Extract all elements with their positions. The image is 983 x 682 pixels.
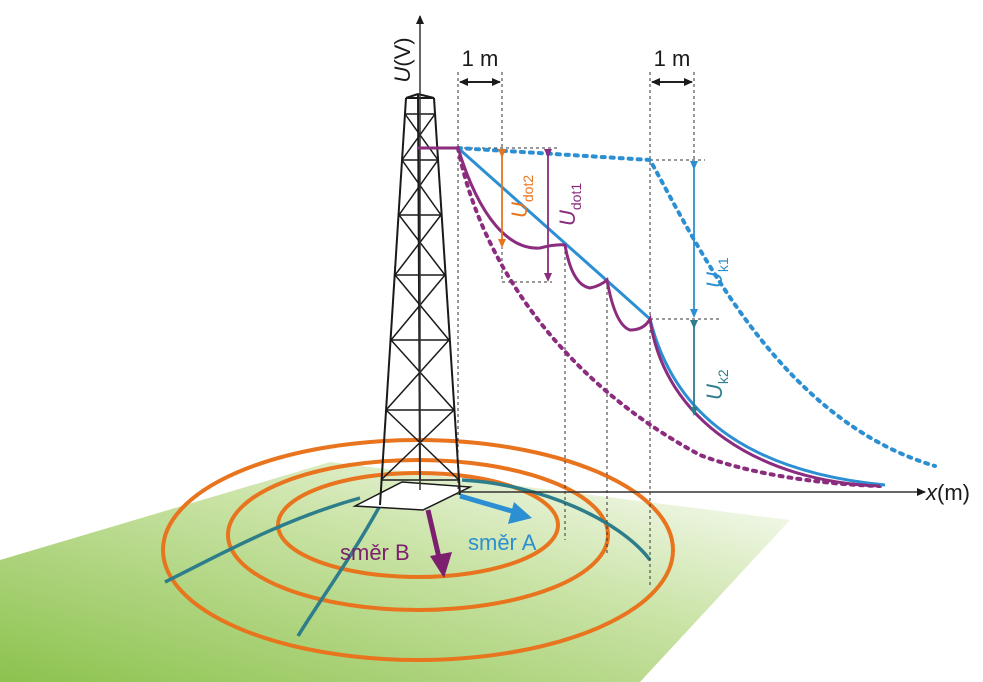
direction-b-label: směr B [340,540,410,565]
direction-a-arrowhead [508,502,532,524]
ring-middle [226,458,610,612]
y-axis-label: U(V) [390,37,415,82]
purple-solid-curve [418,146,881,488]
blue-solid-curve [457,146,886,487]
tower-base-plate [352,481,473,511]
blue-dotted-curve [456,146,937,468]
direction-b-arrowhead [430,552,452,578]
ring-inner [276,471,560,579]
step-label-right: 1 m [654,46,691,71]
uk2-label: Uk2 [702,369,731,400]
ground-direction-lines [164,478,652,637]
direction-a-label: směr A [468,530,537,555]
step-label-left: 1 m [462,46,499,71]
x-axis-label: x(m) [925,480,970,505]
udot2-label: Udot2 [507,175,536,218]
purple-dotted-curve [456,146,882,488]
uk1-label: Uk1 [702,257,731,288]
direction-b-arrow [425,509,443,563]
udot1-label: Udot1 [555,183,584,226]
